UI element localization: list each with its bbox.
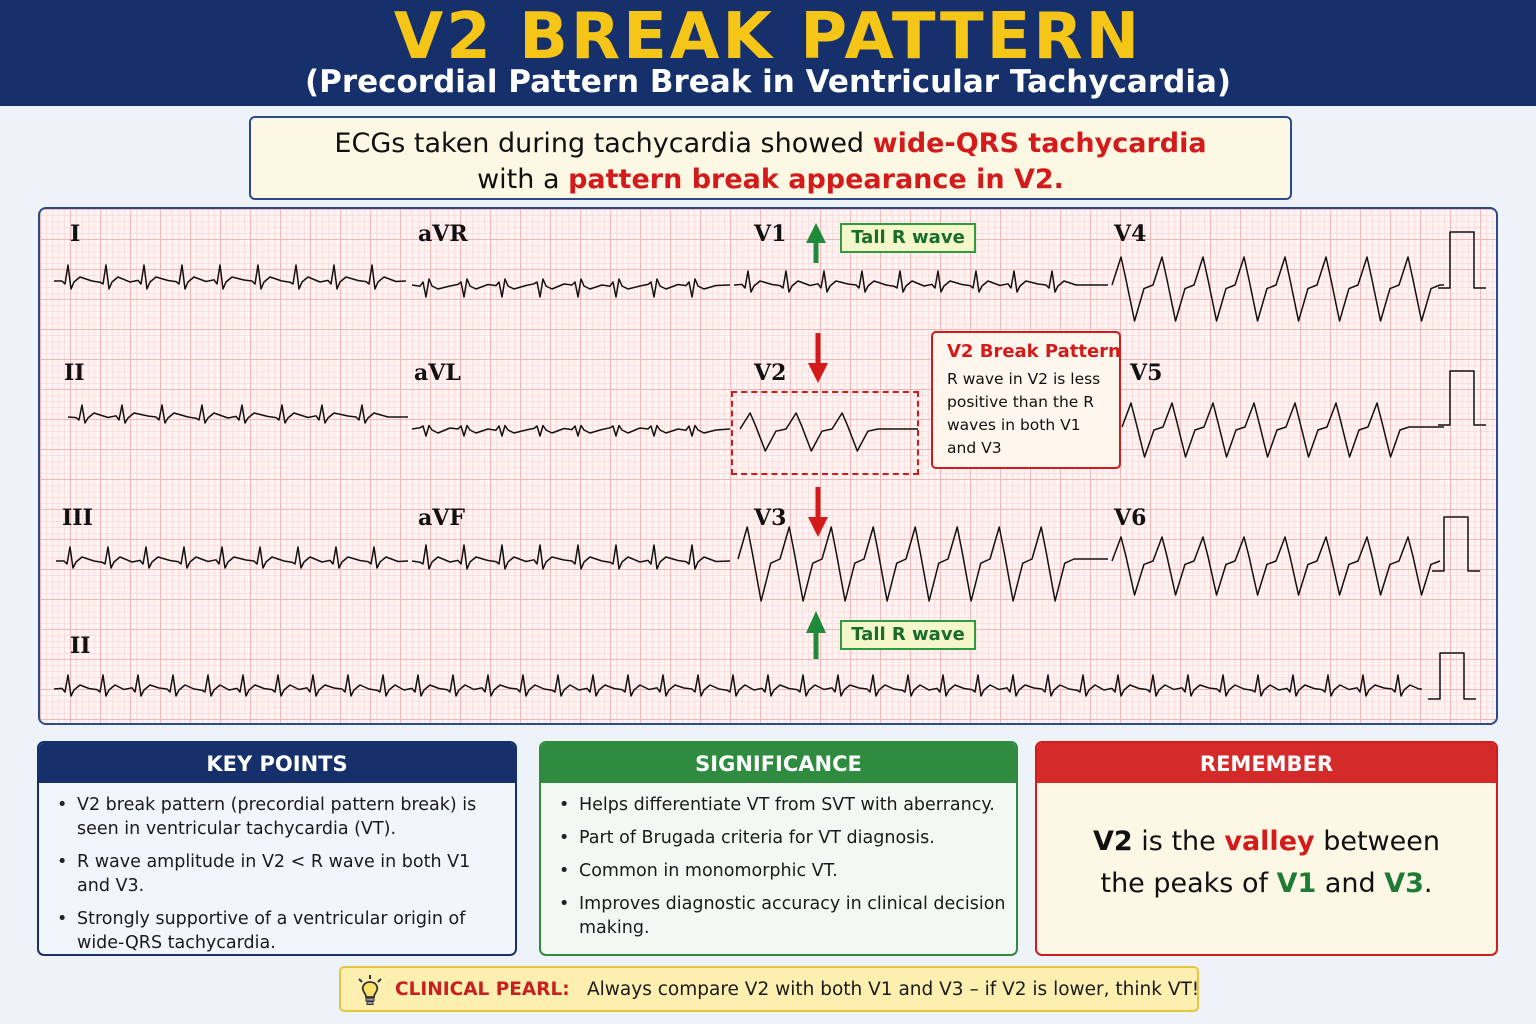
trace-lead-v3 <box>737 526 1108 602</box>
ecg-tracing <box>53 223 1486 700</box>
lead-label-v2: V2 <box>754 360 787 386</box>
break-arrow-v2 <box>808 333 828 383</box>
list-item: Part of Brugada criteria for VT diagnosi… <box>559 826 1006 850</box>
trace-lead-v2 <box>739 412 918 452</box>
lead-label-v6: V6 <box>1114 505 1147 531</box>
list-item: Helps differentiate VT from SVT with abe… <box>559 793 1006 817</box>
page-subtitle: (Precordial Pattern Break in Ventricular… <box>304 64 1232 100</box>
lead-label-avr: aVR <box>418 221 468 247</box>
tall-r-arrow-top <box>806 223 826 263</box>
trace-lead-avf <box>411 544 731 570</box>
trace-lead-v6 <box>1111 536 1441 596</box>
remember-text: V2 is the valley between the peaks of V1… <box>1093 826 1440 899</box>
lead-label-v5: V5 <box>1130 360 1163 386</box>
trace-lead-v4 <box>1111 256 1444 322</box>
intro-box: ECGs taken during tachycardia showed wid… <box>249 116 1292 200</box>
trace-lead-i <box>54 264 407 290</box>
list-item: Improves diagnostic accuracy in clinical… <box>559 892 1006 940</box>
calibration-pulse-row-4 <box>1428 652 1476 700</box>
tall-r-arrow-bottom <box>806 611 826 659</box>
calibration-pulse-row-1 <box>1438 231 1486 289</box>
trace-lead-v1 <box>733 270 1108 293</box>
intro-line-2: with a pattern break appearance in V2. <box>477 164 1064 195</box>
lead-label-avl: aVL <box>414 360 461 386</box>
list-item: R wave amplitude in V2 < R wave in both … <box>57 850 505 898</box>
clinical-pearl-text: Always compare V2 with both V1 and V3 – … <box>587 979 1200 1000</box>
calibration-pulse-row-2 <box>1438 370 1486 426</box>
callout-body: R wave in V2 is less positive than the R… <box>947 370 1101 457</box>
lead-label-ii: II <box>64 360 85 386</box>
key-points-title: KEY POINTS <box>39 743 515 783</box>
clinical-pearl-label: CLINICAL PEARL: <box>395 979 570 1000</box>
intro-highlight-pattern-break: pattern break appearance in V2. <box>568 164 1064 195</box>
list-item: Strongly supportive of a ventricular ori… <box>57 907 505 954</box>
header-banner: V2 BREAK PATTERN (Precordial Pattern Bre… <box>0 0 1536 106</box>
clinical-pearl-bar: CLINICAL PEARL: Always compare V2 with b… <box>339 966 1199 1012</box>
lead-label-iii: III <box>62 505 93 531</box>
lead-label-rhythm-ii: II <box>70 633 91 659</box>
lightbulb-icon <box>358 975 382 1005</box>
significance-card: SIGNIFICANCE Helps differentiate VT from… <box>539 741 1018 956</box>
trace-lead-v5 <box>1121 402 1444 458</box>
key-points-card: KEY POINTS V2 break pattern (precordial … <box>37 741 517 956</box>
lead-label-v3: V3 <box>754 505 787 531</box>
trace-lead-avl <box>411 424 731 437</box>
calibration-pulse-row-3 <box>1432 516 1480 572</box>
key-points-list: V2 break pattern (precordial pattern bre… <box>39 783 515 954</box>
trace-lead-ii <box>67 404 408 424</box>
lead-label-v1: V1 <box>754 221 787 247</box>
list-item: Common in monomorphic VT. <box>559 859 1006 883</box>
remember-card: REMEMBER V2 is the valley between the pe… <box>1035 741 1498 956</box>
intro-highlight-wide-qrs: wide-QRS tachycardia <box>872 128 1207 159</box>
lead-label-i: I <box>70 221 81 247</box>
trace-lead-avr <box>411 278 731 298</box>
lead-label-avf: aVF <box>418 505 465 531</box>
page-title: V2 BREAK PATTERN <box>393 0 1143 74</box>
trace-lead-iii <box>56 546 409 569</box>
significance-title: SIGNIFICANCE <box>541 743 1016 783</box>
trace-rhythm-ii <box>53 674 1422 697</box>
remember-title: REMEMBER <box>1037 743 1496 783</box>
v2-break-callout: V2 Break Pattern R wave in V2 is less po… <box>931 331 1121 469</box>
ecg-panel: I aVR V1 V4 II aVL V2 V5 III aVF V3 V6 I… <box>38 207 1498 725</box>
list-item: V2 break pattern (precordial pattern bre… <box>57 793 505 841</box>
significance-list: Helps differentiate VT from SVT with abe… <box>541 783 1016 940</box>
callout-title: V2 Break Pattern <box>947 341 1121 362</box>
break-arrow-v3 <box>808 487 828 537</box>
tall-r-wave-label-top: Tall R wave <box>840 223 976 253</box>
v2-highlight-box <box>731 391 919 475</box>
lead-label-v4: V4 <box>1114 221 1147 247</box>
intro-line-1: ECGs taken during tachycardia showed wid… <box>334 128 1207 159</box>
tall-r-wave-label-bottom: Tall R wave <box>840 620 976 650</box>
